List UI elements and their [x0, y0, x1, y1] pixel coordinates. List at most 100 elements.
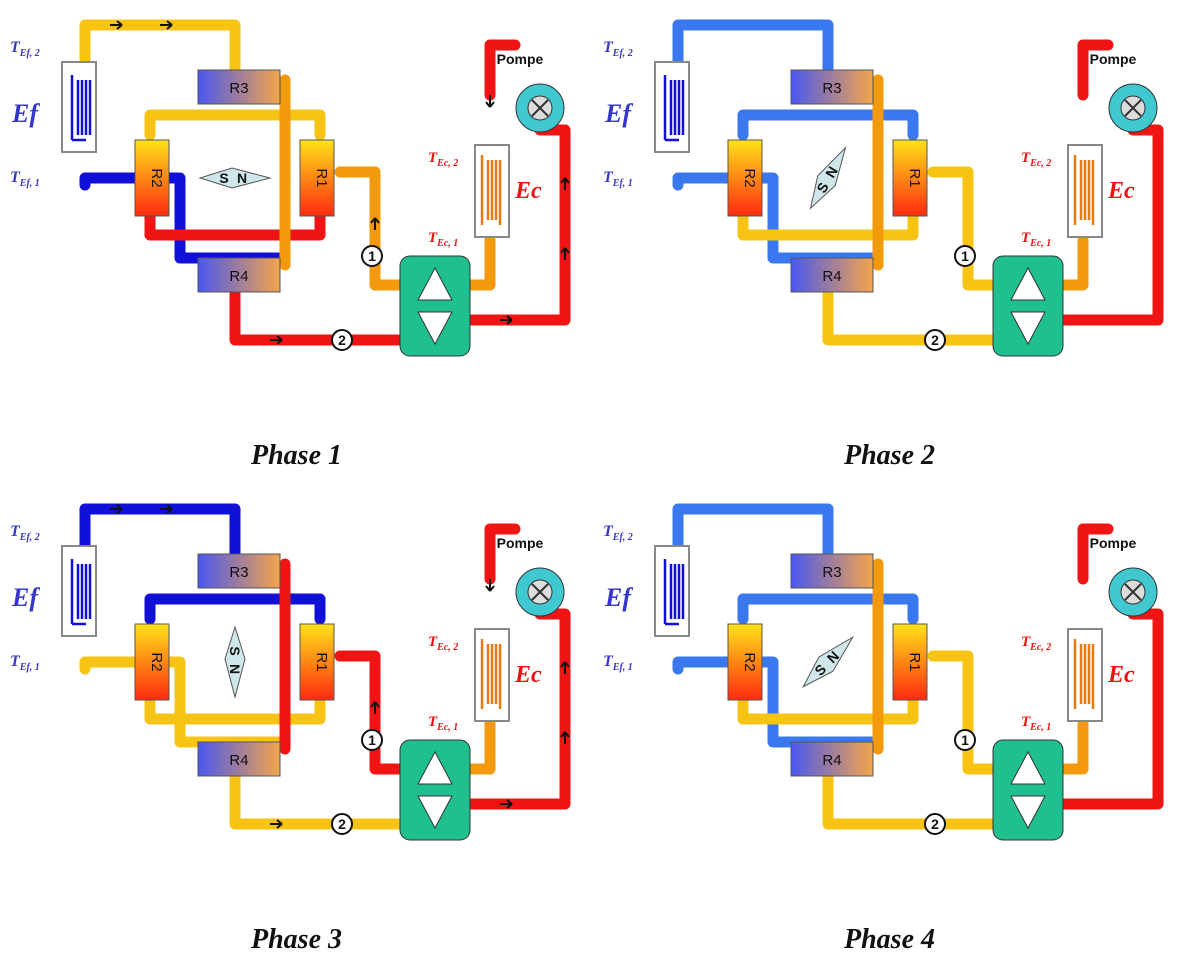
regenerator-r4: R4 [197, 741, 281, 777]
phase-diagram: R3 R4 R2 R1 S N [603, 503, 1164, 841]
flow-arrows [110, 504, 570, 829]
regenerator-r1: R1 [299, 139, 335, 217]
svg-text:S: S [227, 646, 243, 655]
amr-block [399, 255, 471, 357]
pump: Pompe [1090, 535, 1158, 617]
pump: Pompe [497, 51, 565, 133]
svg-text:R2: R2 [741, 168, 758, 187]
label-ec: Ec [514, 662, 542, 688]
port-2: 2 [331, 813, 353, 835]
svg-text:1: 1 [961, 732, 969, 748]
regenerator-r3: R3 [197, 553, 281, 589]
svg-text:R3: R3 [229, 564, 248, 581]
pump: Pompe [1090, 51, 1158, 133]
svg-text:R1: R1 [906, 168, 923, 187]
magnet: S N [224, 625, 246, 699]
label-t-ec2: TEc, 2 [1021, 150, 1051, 169]
hot-exchanger [1067, 144, 1103, 238]
svg-text:R2: R2 [741, 652, 758, 671]
phase-panel-1: R3 R4 R2 R1 S N [0, 0, 593, 484]
label-t-ec1: TEc, 1 [428, 714, 458, 733]
regenerator-r4: R4 [790, 741, 874, 777]
svg-text:Pompe: Pompe [1090, 535, 1137, 551]
regenerator-r2: R2 [134, 139, 170, 217]
label-t-ef2: TEf, 2 [10, 523, 40, 543]
phase-caption: Phase 4 [844, 924, 935, 955]
label-t-ec1: TEc, 1 [428, 230, 458, 249]
label-t-ef2: TEf, 2 [603, 523, 633, 543]
amr-block [992, 739, 1064, 841]
port-1: 1 [361, 245, 383, 267]
svg-text:2: 2 [931, 332, 939, 348]
magnet: S N [802, 635, 855, 688]
svg-text:Pompe: Pompe [1090, 51, 1137, 67]
svg-text:Pompe: Pompe [497, 51, 544, 67]
phase-panel-2: R3 R4 R2 R1 S N [593, 0, 1186, 484]
svg-text:R3: R3 [822, 564, 841, 581]
svg-text:R4: R4 [229, 752, 248, 769]
label-ec: Ec [514, 178, 542, 204]
regenerator-r1: R1 [892, 139, 928, 217]
svg-text:Pompe: Pompe [497, 535, 544, 551]
magnet: S N [198, 167, 272, 189]
regenerator-r2: R2 [134, 623, 170, 701]
label-t-ec2: TEc, 2 [428, 150, 458, 169]
regenerator-r3: R3 [790, 69, 874, 105]
label-t-ec2: TEc, 2 [428, 634, 458, 653]
svg-text:N: N [227, 664, 243, 674]
regenerator-r1: R1 [892, 623, 928, 701]
hot-exchanger [474, 628, 510, 722]
label-t-ef2: TEf, 2 [603, 39, 633, 59]
cold-exchanger [61, 545, 97, 637]
svg-text:S: S [219, 170, 228, 186]
label-t-ec2: TEc, 2 [1021, 634, 1051, 653]
flow-arrows [110, 20, 570, 345]
label-t-ec1: TEc, 1 [1021, 714, 1051, 733]
cold-exchanger [654, 545, 690, 637]
phase-diagram: R3 R4 R2 R1 S N [603, 19, 1164, 357]
amr-block [399, 739, 471, 841]
port-1: 1 [954, 245, 976, 267]
label-ef: Ef [11, 583, 40, 612]
svg-text:1: 1 [368, 732, 376, 748]
label-t-ef1: TEf, 1 [10, 169, 40, 189]
regenerator-r2: R2 [727, 139, 763, 217]
label-ef: Ef [604, 99, 633, 128]
hot-exchanger [1067, 628, 1103, 722]
magnet: S N [809, 145, 847, 210]
svg-text:R1: R1 [906, 652, 923, 671]
port-1: 1 [361, 729, 383, 751]
label-ef: Ef [604, 583, 633, 612]
regenerator-r3: R3 [790, 553, 874, 589]
port-1: 1 [954, 729, 976, 751]
port-2: 2 [924, 813, 946, 835]
phase-caption: Phase 3 [251, 924, 342, 955]
svg-text:R4: R4 [822, 752, 841, 769]
phase-diagram: R3 R4 R2 R1 S N [10, 503, 571, 841]
svg-text:1: 1 [961, 248, 969, 264]
svg-text:2: 2 [931, 816, 939, 832]
label-t-ef1: TEf, 1 [603, 653, 633, 673]
hot-exchanger [474, 144, 510, 238]
svg-text:N: N [237, 170, 247, 186]
svg-text:R3: R3 [229, 80, 248, 97]
phase-panel-4: R3 R4 R2 R1 S N [593, 484, 1186, 968]
amr-block [992, 255, 1064, 357]
port-2: 2 [924, 329, 946, 351]
svg-text:1: 1 [368, 248, 376, 264]
phase-diagram: R3 R4 R2 R1 S N [10, 19, 571, 357]
svg-text:R4: R4 [822, 268, 841, 285]
cold-exchanger [654, 61, 690, 153]
svg-text:R4: R4 [229, 268, 248, 285]
svg-text:R1: R1 [313, 168, 330, 187]
phase-panel-3: R3 R4 R2 R1 S N [0, 484, 593, 968]
cold-exchanger [61, 61, 97, 153]
regenerator-r4: R4 [197, 257, 281, 293]
svg-text:2: 2 [338, 332, 346, 348]
phase-caption: Phase 2 [844, 440, 935, 471]
regenerator-r3: R3 [197, 69, 281, 105]
regenerator-r1: R1 [299, 623, 335, 701]
label-ec: Ec [1107, 662, 1135, 688]
regenerator-r4: R4 [790, 257, 874, 293]
port-2: 2 [331, 329, 353, 351]
